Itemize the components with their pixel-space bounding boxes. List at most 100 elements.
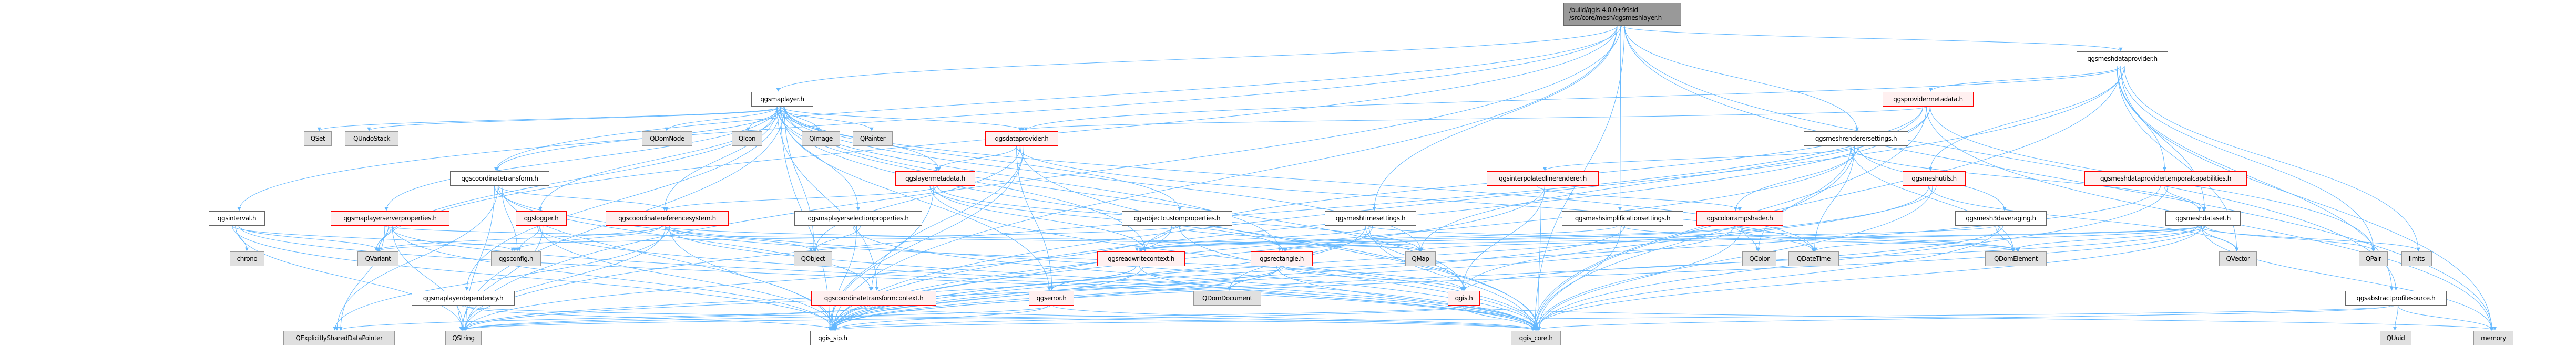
edge-crs-to-qmap: [661, 225, 1421, 251]
node-qgserror-h[interactable]: qgserror.h: [1029, 291, 1074, 306]
edge-main-to-memory: [1624, 25, 2494, 331]
node-qgsmaplayer-h[interactable]: qgsmaplayer.h: [751, 92, 813, 107]
edge-mds-to-qdomelement: [2012, 225, 2205, 251]
edge-mrs-to-qcolor: [1756, 145, 1851, 251]
edge-crsh-to-qdomelement: [1738, 225, 2019, 251]
node-qgslayermetadata-h[interactable]: qgslayermetadata.h: [895, 171, 975, 186]
edge-logger-to-config: [517, 225, 540, 251]
edge-qgis-to-core: [1463, 305, 1536, 331]
edge-lm-to-crs: [665, 185, 938, 211]
edge-mrs-to-mds: [1851, 145, 2201, 211]
edge-mrs-to-ilr: [1543, 145, 1855, 171]
edge-ctc-to-core: [868, 305, 1535, 331]
edge-mdp-to-mu: [1928, 66, 2125, 171]
node-qgsmeshutils-h[interactable]: qgsmeshutils.h: [1903, 171, 1966, 186]
node-qgis-core-h: qgis_core.h: [1511, 331, 1561, 345]
edge-m3d-to-core: [1534, 225, 2000, 331]
edge-mlsp-to-qmap: [384, 225, 1424, 251]
edge-mldep-to-sip: [465, 305, 836, 331]
edge-qgis-to-sip: [831, 305, 1466, 331]
node-qgsmeshdataprovider-h[interactable]: qgsmeshdataprovider.h: [2077, 51, 2168, 66]
node-qgslogger-h[interactable]: qgslogger.h: [516, 211, 567, 226]
edge-ocp-to-qstring: [464, 225, 1172, 331]
node-chrono: chrono: [230, 251, 264, 266]
node-qdatetime: QDateTime: [1788, 251, 1839, 266]
node-qgsmeshtimesettings-h[interactable]: qgsmeshtimesettings.h: [1325, 211, 1416, 226]
edge-ml-to-err: [780, 106, 1051, 291]
edge-lm-to-rwc: [933, 185, 1147, 251]
node-qobject: QObject: [794, 251, 832, 266]
node-qgscoordinatetransform-h[interactable]: qgscoordinatetransform.h: [450, 171, 549, 186]
node-qgsmeshdataset-h[interactable]: qgsmeshdataset.h: [2165, 211, 2241, 226]
node-qicon: QIcon: [732, 131, 762, 146]
node-qgsinterpolatedlinerenderer-h[interactable]: qgsinterpolatedlinerenderer.h: [1487, 171, 1599, 186]
edge-err-to-qstring: [461, 305, 1051, 331]
edge-crs-to-qesdp: [333, 225, 670, 331]
node-qexplicitlyshareddatapointer: QExplicitlySharedDataPointer: [283, 331, 395, 345]
edge-mdp-to-qpair: [2120, 66, 2376, 251]
edge-ocp-to-sip: [833, 225, 1172, 331]
node-quuid: QUuid: [2380, 331, 2411, 345]
edge-main-to-ml: [776, 25, 1618, 92]
edge-crs-to-config: [513, 225, 662, 251]
edge-logger-to-sip: [539, 225, 837, 331]
node-qgsmeshlayer-h[interactable]: /build/qgis-4.0.0+99sid /src/core/mesh/q…: [1563, 3, 1681, 26]
node-qgsmeshdataprovidertemporalcapabilities-h[interactable]: qgsmeshdataprovidertemporalcapabilities.…: [2084, 171, 2247, 186]
node-qgsconfig-h: qgsconfig.h: [491, 251, 541, 266]
edge-dp-to-core: [1020, 145, 1540, 331]
edge-mdp-to-sip: [832, 66, 2125, 331]
edge-mss-to-rwc: [1139, 225, 1618, 251]
edge-main-to-mrs: [1624, 25, 1859, 131]
edge-crsh-to-rect: [1283, 225, 1742, 251]
edge-ml-to-crs: [662, 106, 778, 211]
node-qgsreadwritecontext-h[interactable]: qgsreadwritecontext.h: [1097, 251, 1185, 266]
node-qgsmeshrenderersettings-h[interactable]: qgsmeshrenderersettings.h: [1804, 131, 1908, 146]
edge-ct-to-sip: [502, 185, 835, 331]
edge-mdp-to-dp: [1024, 66, 2125, 131]
edge-dp-to-qobject: [813, 145, 1020, 251]
edge-mlsel-to-qobject: [813, 225, 861, 251]
node-qgis-sip-h[interactable]: qgis_sip.h: [810, 331, 855, 345]
edge-dp-to-qdatetime: [1016, 145, 1815, 251]
node-qgsabstractprofilesource-h[interactable]: qgsabstractprofilesource.h: [2345, 291, 2447, 306]
edge-lm-to-rect: [929, 185, 1285, 251]
node-qgsmesh3daveraging-h[interactable]: qgsmesh3daveraging.h: [1955, 211, 2047, 226]
edge-mlsp-to-sip: [392, 225, 834, 331]
node-qgsobjectcustomproperties-h[interactable]: qgsobjectcustomproperties.h: [1122, 211, 1232, 226]
node-qdomdocument: QDomDocument: [1193, 291, 1261, 306]
node-qdomnode: QDomNode: [642, 131, 692, 146]
edge-ml-to-qimage: [784, 106, 821, 131]
edge-mdptc-to-mds: [2164, 185, 2205, 211]
edge-mdp-to-core: [1534, 66, 2121, 331]
edge-crs-to-qstring: [463, 225, 666, 331]
node-qpainter: QPainter: [853, 131, 893, 146]
edge-mdp-to-mds: [2120, 66, 2206, 211]
node-qgsmaplayerselectionproperties-h[interactable]: qgsmaplayerselectionproperties.h: [794, 211, 922, 226]
edge-crs-to-qobject: [669, 225, 813, 251]
edge-main-to-ct: [494, 25, 1621, 171]
edge-main-to-aps: [1624, 25, 2398, 291]
edge-crsh-to-qdatetime: [1734, 225, 1815, 251]
edge-mdptc-to-core: [1536, 185, 2168, 331]
node-qgsmeshsimplificationsettings-h[interactable]: qgsmeshsimplificationsettings.h: [1562, 211, 1683, 226]
edge-mds-to-rect: [1284, 225, 2202, 251]
edge-mss-to-core: [1537, 225, 1621, 331]
node-qgscolorrampshader-h[interactable]: qgscolorrampshader.h: [1696, 211, 1783, 226]
edge-rect-to-qgis: [1283, 266, 1464, 291]
node-qgscoordinatereferencesystem-h[interactable]: qgscoordinatereferencesystem.h: [606, 211, 729, 226]
node-qgsmaplayerdependency-h[interactable]: qgsmaplayerdependency.h: [412, 291, 515, 306]
node-qgsprovidermetadata-h[interactable]: qgsprovidermetadata.h: [1883, 92, 1974, 107]
node-qvector: QVector: [2219, 251, 2257, 266]
edge-ilr-to-core: [1536, 185, 1541, 331]
node-qgsrectangle-h[interactable]: qgsrectangle.h: [1251, 251, 1313, 266]
node-qgis-h[interactable]: qgis.h: [1448, 291, 1480, 306]
node-qgsdataprovider-h[interactable]: qgsdataprovider.h: [985, 131, 1058, 146]
edge-ml-to-qvariant: [376, 106, 778, 251]
edge-mlsel-to-core: [853, 225, 1535, 331]
edge-mds-to-qvector: [2201, 225, 2239, 251]
edge-qgis-to-qstring: [459, 305, 1464, 331]
node-qgsmaplayerserverproperties-h[interactable]: qgsmaplayerserverproperties.h: [331, 211, 449, 226]
node-qgscoordinatetransformcontext-h[interactable]: qgscoordinatetransformcontext.h: [811, 291, 936, 306]
node-qgsinterval-h[interactable]: qgsinterval.h: [209, 211, 265, 226]
node-qimage: QImage: [802, 131, 840, 146]
